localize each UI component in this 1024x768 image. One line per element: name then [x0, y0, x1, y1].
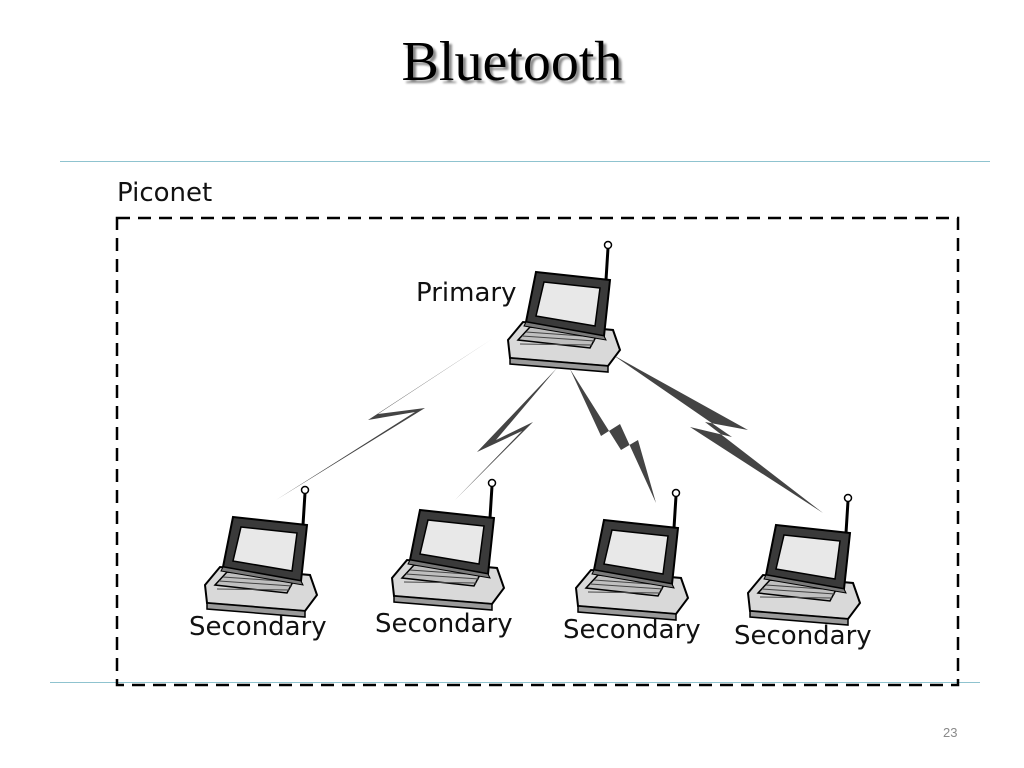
- wireless-link-icon: [276, 339, 492, 500]
- secondary-laptop-icon-3: [574, 488, 690, 622]
- secondary-laptop-icon-4: [746, 493, 862, 627]
- secondary-label: Secondary: [734, 621, 872, 651]
- slide-title: Bluetooth: [401, 31, 623, 93]
- secondary-label: Secondary: [563, 615, 701, 645]
- secondary-label: Secondary: [189, 612, 327, 642]
- top-divider: [60, 161, 990, 162]
- secondary-label: Secondary: [375, 609, 513, 639]
- wireless-link-icon: [455, 368, 557, 500]
- bottom-divider: [50, 682, 980, 683]
- piconet-boundary: [115, 216, 960, 687]
- primary-label: Primary: [416, 278, 517, 308]
- secondary-laptop-icon-2: [390, 478, 506, 612]
- secondary-laptop-icon-1: [203, 485, 319, 619]
- wireless-link-icon: [613, 355, 823, 513]
- wireless-link-icon: [570, 369, 656, 503]
- page-number: 23: [943, 725, 958, 740]
- piconet-label: Piconet: [117, 178, 213, 208]
- primary-laptop-icon: [506, 240, 622, 374]
